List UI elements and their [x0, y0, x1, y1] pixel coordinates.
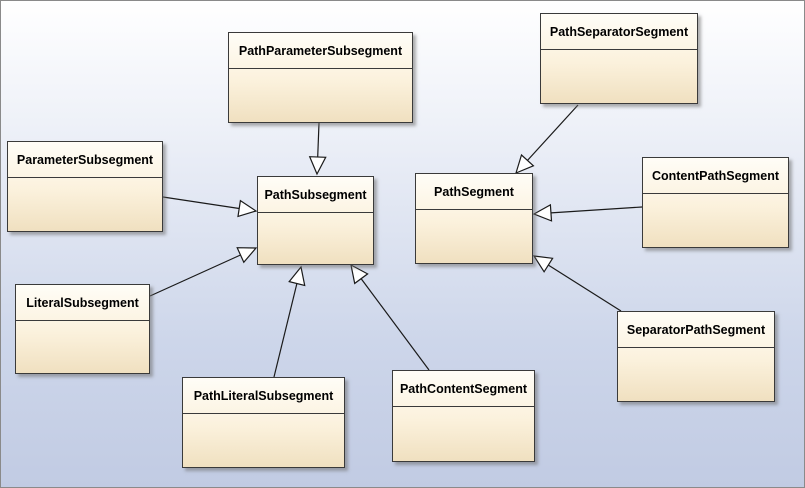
class-name: PathSeparatorSegment [541, 14, 697, 50]
class-path-separator-segment[interactable]: PathSeparatorSegment [540, 13, 698, 104]
connector-line [317, 122, 320, 158]
class-name: ParameterSubsegment [8, 142, 162, 178]
connector-line [149, 254, 241, 297]
generalization-parameter-subsegment-to-path-subsegment[interactable] [162, 196, 258, 218]
class-parameter-subsegment[interactable]: ParameterSubsegment [7, 141, 163, 232]
class-name: PathParameterSubsegment [229, 33, 412, 69]
connector-line [360, 278, 430, 371]
class-path-segment[interactable]: PathSegment [415, 173, 533, 264]
generalization-path-literal-subsegment-to-path-subsegment[interactable] [273, 265, 306, 378]
class-name: PathContentSegment [393, 371, 534, 407]
generalization-content-path-segment-to-path-segment[interactable] [532, 203, 643, 222]
inheritance-arrowhead-icon [308, 156, 327, 176]
class-name: PathSegment [416, 174, 532, 210]
class-path-subsegment[interactable]: PathSubsegment [257, 176, 374, 265]
inheritance-arrowhead-icon [515, 153, 535, 175]
class-path-literal-subsegment[interactable]: PathLiteralSubsegment [182, 377, 345, 468]
inheritance-arrowhead-icon [532, 255, 554, 273]
generalization-separator-path-segment-to-path-segment[interactable] [532, 255, 622, 312]
class-content-path-segment[interactable]: ContentPathSegment [642, 157, 789, 248]
class-name: LiteralSubsegment [16, 285, 149, 321]
connector-line [273, 283, 298, 378]
inheritance-arrowhead-icon [288, 265, 306, 287]
generalization-path-separator-segment-to-path-segment[interactable] [515, 104, 579, 175]
inheritance-arrowhead-icon [236, 247, 258, 264]
connector-line [548, 264, 622, 312]
generalization-path-parameter-subsegment-to-path-subsegment[interactable] [308, 122, 327, 176]
inheritance-arrowhead-icon [350, 263, 369, 285]
generalization-path-content-segment-to-path-subsegment[interactable] [350, 263, 430, 371]
class-separator-path-segment[interactable]: SeparatorPathSegment [617, 311, 775, 402]
class-name: PathLiteralSubsegment [183, 378, 344, 414]
class-name: ContentPathSegment [643, 158, 788, 194]
class-name: SeparatorPathSegment [618, 312, 774, 348]
class-path-parameter-subsegment[interactable]: PathParameterSubsegment [228, 32, 413, 123]
connector-line [162, 196, 240, 210]
inheritance-arrowhead-icon [532, 203, 553, 222]
class-literal-subsegment[interactable]: LiteralSubsegment [15, 284, 150, 374]
connector-line [550, 206, 643, 214]
connector-line [527, 104, 579, 161]
inheritance-arrowhead-icon [237, 199, 258, 218]
class-path-content-segment[interactable]: PathContentSegment [392, 370, 535, 462]
class-name: PathSubsegment [258, 177, 373, 213]
generalization-literal-subsegment-to-path-subsegment[interactable] [149, 247, 258, 297]
